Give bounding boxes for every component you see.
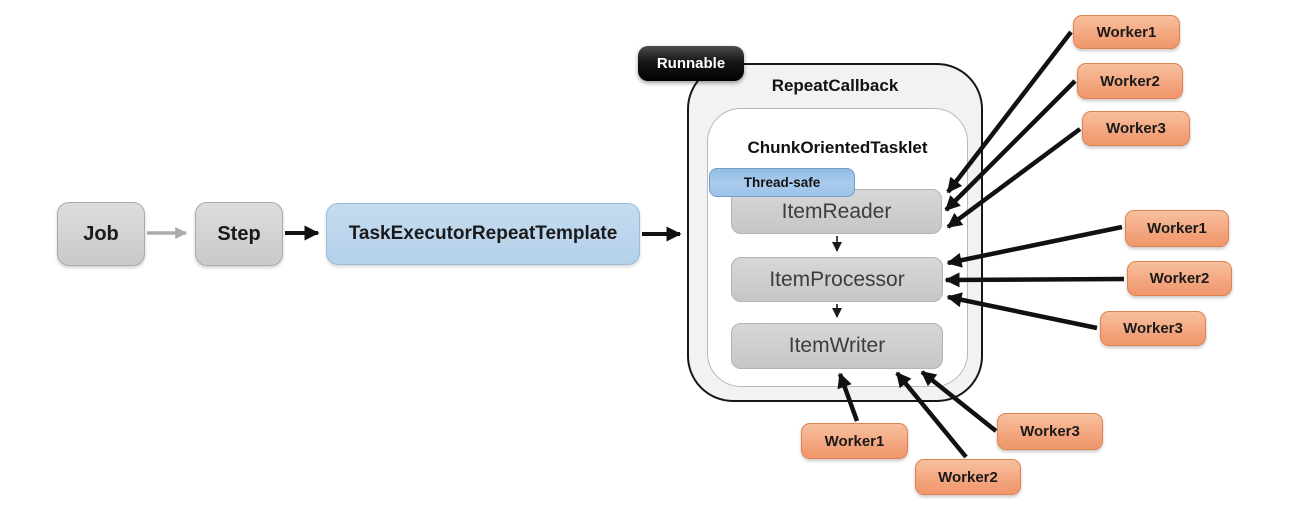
worker-processor-2-label: Worker2 (1149, 270, 1210, 287)
worker-reader-1: Worker1 (1073, 15, 1180, 49)
worker-writer-2: Worker2 (915, 459, 1021, 495)
chunk-oriented-tasklet-title: ChunkOrientedTasklet (747, 138, 928, 157)
worker-processor-1-label: Worker1 (1147, 220, 1207, 237)
item-processor-label: ItemProcessor (769, 267, 905, 291)
task-executor-repeat-template-box: TaskExecutorRepeatTemplate (326, 203, 640, 265)
item-writer-label: ItemWriter (788, 334, 886, 357)
job-label: Job (83, 222, 119, 245)
worker-reader-1-label: Worker1 (1096, 23, 1157, 41)
worker-writer-3-label: Worker3 (1020, 423, 1080, 440)
worker-reader-3-label: Worker3 (1106, 120, 1166, 137)
runnable-badge: Runnable (638, 46, 744, 81)
runnable-label: Runnable (656, 55, 726, 72)
thread-safe-label: Thread-safe (743, 175, 821, 190)
job-box: Job (57, 202, 145, 266)
repeat-callback-title: RepeatCallback (771, 76, 899, 95)
worker-reader-3: Worker3 (1082, 111, 1190, 146)
worker-processor-2: Worker2 (1127, 261, 1232, 296)
worker-processor-3: Worker3 (1100, 311, 1206, 346)
item-reader-label: ItemReader (781, 199, 892, 223)
worker-writer-3: Worker3 (997, 413, 1103, 450)
worker-writer-1-label: Worker1 (824, 432, 885, 450)
worker-writer-2-label: Worker2 (938, 468, 998, 486)
worker-reader-2-label: Worker2 (1100, 72, 1160, 90)
worker-processor-3-label: Worker3 (1123, 320, 1183, 337)
worker-reader-2: Worker2 (1077, 63, 1183, 99)
item-writer-box: ItemWriter (731, 323, 943, 369)
worker-writer-1: Worker1 (801, 423, 908, 459)
worker-processor-1: Worker1 (1125, 210, 1229, 247)
task-executor-repeat-template-label: TaskExecutorRepeatTemplate (348, 223, 618, 244)
step-box: Step (195, 202, 283, 266)
thread-safe-badge: Thread-safe (709, 168, 855, 197)
step-label: Step (217, 222, 261, 245)
item-processor-box: ItemProcessor (731, 257, 943, 302)
